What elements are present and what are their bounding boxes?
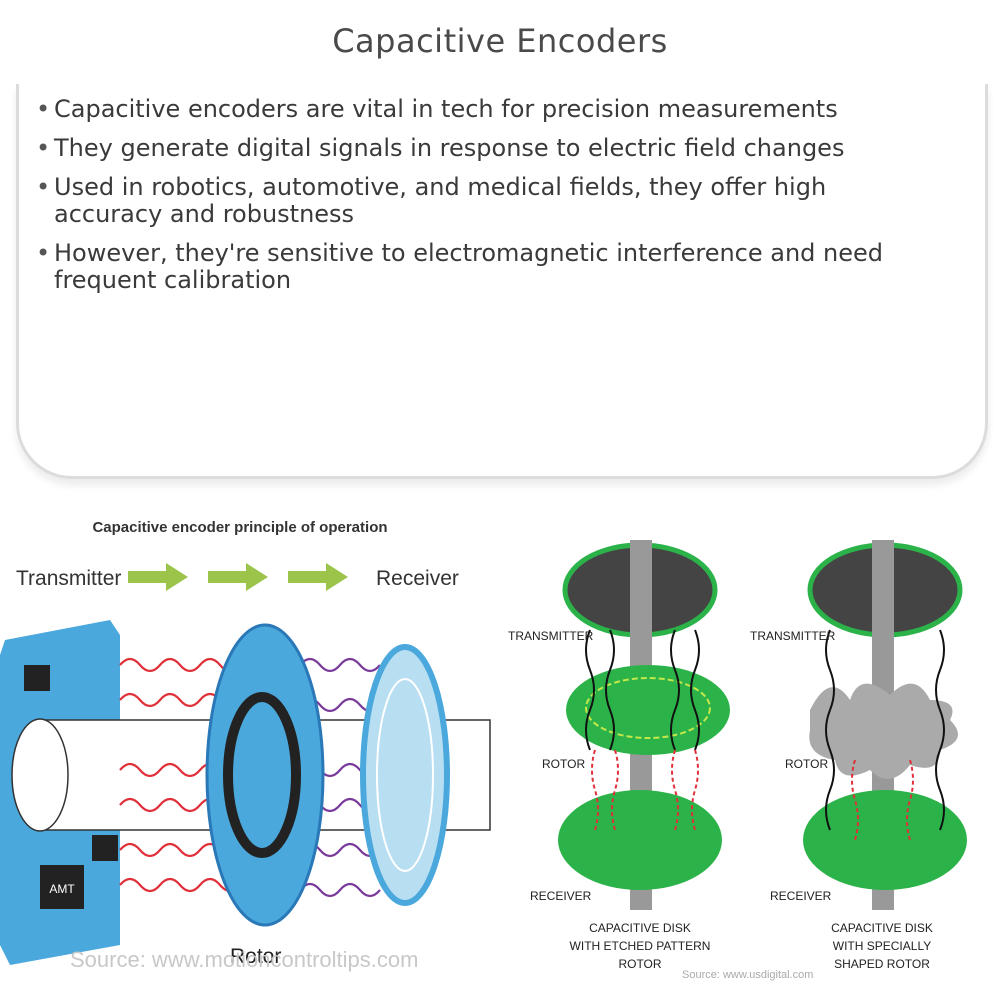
encoder-principle-illustration: Capacitive encoder principle of operatio… — [0, 519, 491, 972]
disk-encoder-figure: TRANSMITTER ROTOR RECEIVER CAPACITIVE DI… — [500, 520, 1000, 995]
bullet-item: Used in robotics, automotive, and medica… — [36, 174, 936, 228]
rotor-label: ROTOR — [542, 757, 585, 771]
rotor-label: Rotor — [230, 945, 281, 968]
receiver-disk — [558, 790, 722, 890]
signal-arrows — [128, 563, 348, 591]
bullet-item: They generate digital signals in respons… — [36, 135, 936, 163]
receiver-label: RECEIVER — [530, 889, 592, 903]
caption-line: ROTOR — [618, 957, 661, 971]
caption-line: CAPACITIVE DISK — [589, 921, 691, 935]
caption-line: SHAPED ROTOR — [834, 957, 930, 971]
amt-chip-label: AMT — [49, 882, 75, 896]
chip-icon — [24, 665, 50, 691]
amt-chip — [40, 865, 84, 909]
page-title: Capacitive Encoders — [332, 22, 668, 60]
caption-line: WITH ETCHED PATTERN — [570, 939, 711, 953]
arrow-icon — [288, 563, 348, 591]
shaft-end — [11, 718, 69, 832]
receiver-disk — [360, 644, 450, 906]
receiver-label: Receiver — [376, 567, 459, 590]
source-credit: Source: www.motioncontroltips.com — [70, 947, 418, 972]
rotor-ring — [223, 692, 301, 858]
rotor-label: ROTOR — [785, 757, 828, 771]
bullet-list: Capacitive encoders are vital in tech fo… — [36, 96, 936, 306]
etched-rotor-stack: TRANSMITTER ROTOR RECEIVER CAPACITIVE DI… — [508, 540, 730, 971]
transmitter-label: TRANSMITTER — [750, 629, 836, 643]
caption-line: WITH SPECIALLY — [833, 939, 931, 953]
caption-line: CAPACITIVE DISK — [831, 921, 933, 935]
receiver-ring — [376, 678, 434, 872]
bullet-item: However, they're sensitive to electromag… — [36, 240, 936, 294]
receiver-label: RECEIVER — [770, 889, 832, 903]
receiver-disk — [803, 790, 967, 890]
encoder-principle-figure: Capacitive encoder principle of operatio… — [0, 505, 500, 995]
bullet-item: Capacitive encoders are vital in tech fo… — [36, 96, 936, 124]
arrow-icon — [128, 563, 188, 591]
chip-icon — [92, 835, 118, 861]
shaped-rotor-stack: TRANSMITTER ROTOR RECEIVER CAPACITIVE DI… — [750, 540, 967, 971]
rotor-disk — [205, 623, 325, 927]
source-credit: Source: www.usdigital.com — [682, 969, 813, 981]
transmitter-label: Transmitter — [16, 567, 121, 590]
shaped-rotor — [809, 683, 958, 779]
arrow-icon — [208, 563, 268, 591]
transmitter-label: TRANSMITTER — [508, 629, 594, 643]
figure-heading: Capacitive encoder principle of operatio… — [92, 519, 387, 536]
disk-encoder-illustration: TRANSMITTER ROTOR RECEIVER CAPACITIVE DI… — [508, 540, 967, 981]
